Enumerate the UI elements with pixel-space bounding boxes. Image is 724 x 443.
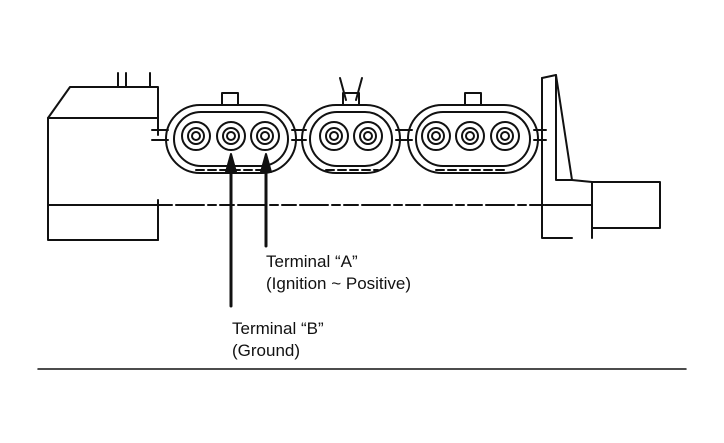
terminal-b-label: Terminal “B” xyxy=(232,319,324,338)
connector-housing-base xyxy=(151,129,547,206)
connector-pod-3 xyxy=(407,92,539,174)
terminal-a-description: (Ignition ~ Positive) xyxy=(266,274,412,293)
terminal-b-description: (Ground) xyxy=(232,341,301,360)
connector-pod-2 xyxy=(301,77,401,174)
terminal-a-leader-arrow xyxy=(260,153,272,248)
left-module-block xyxy=(47,72,159,241)
terminal-b-leader-arrow xyxy=(225,153,237,308)
terminal-a-label: Terminal “A” xyxy=(266,252,358,271)
right-module-block xyxy=(541,74,661,239)
